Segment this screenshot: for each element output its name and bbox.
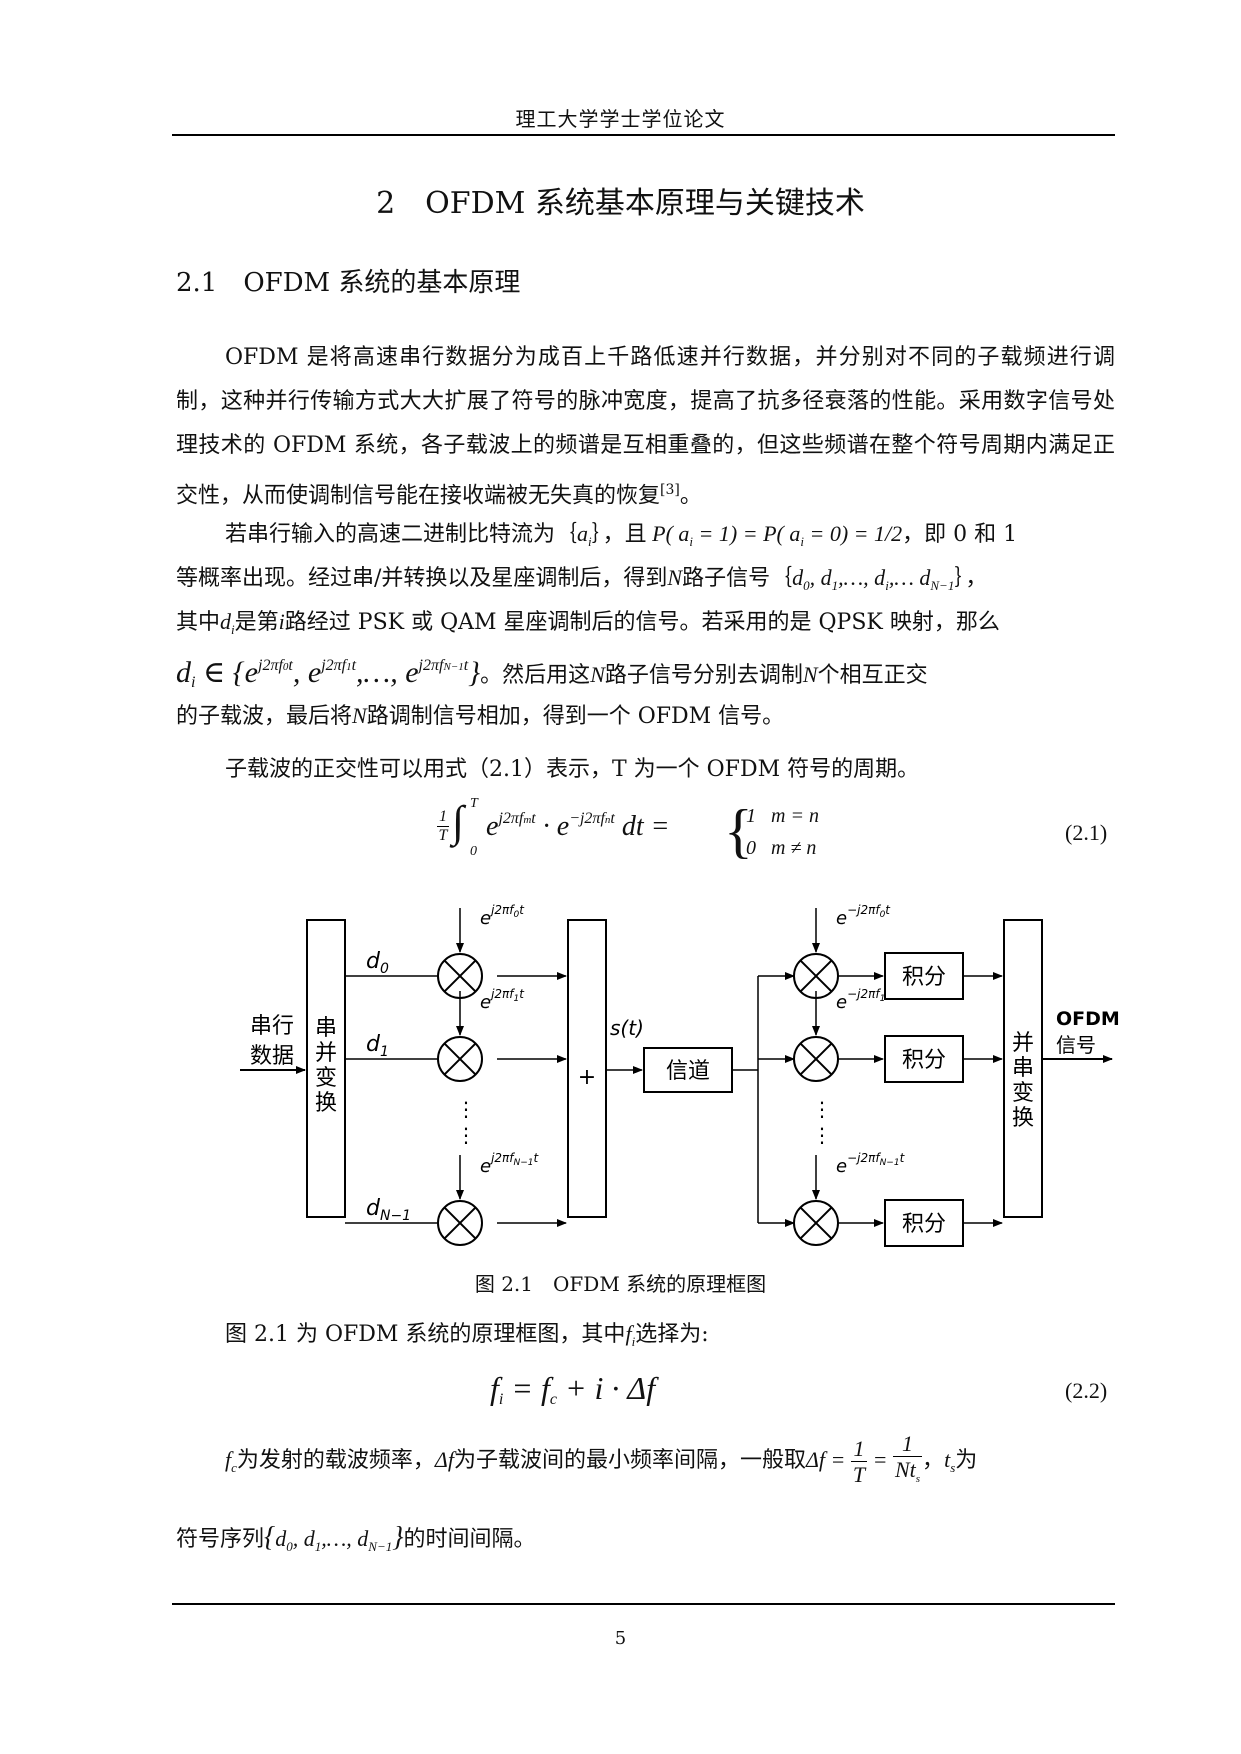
serial-parallel-block xyxy=(306,919,346,1218)
footer-rule xyxy=(172,1603,1115,1605)
paragraph-6: 符号序列{d0, d1,…, dN−1}的时间间隔。 xyxy=(176,1516,1115,1560)
sp-char-2: 并 xyxy=(315,1041,337,1066)
p5-b: 为子载波间的最小频率间隔，一般取 xyxy=(453,1448,806,1473)
carrier-label-n: ej2πfN−1t xyxy=(480,1151,540,1177)
ellipsis-right-2: ⋮ xyxy=(812,1123,832,1147)
chapter-title: 2 OFDM 系统基本原理与关键技术 xyxy=(376,186,865,221)
running-header: 理工大学学士学位论文 xyxy=(515,107,726,131)
carrier-label-1: ej2πf1t xyxy=(480,987,525,1013)
p2-line5-a: 的子载波，最后将 xyxy=(176,704,353,729)
p2-line2-a: 等概率出现。经过串/并转换以及星座调制后，得到 xyxy=(176,566,668,591)
p2-line1-a: 若串行输入的高速二进制比特流为｛ xyxy=(225,522,578,547)
p2-line4-b: 。然后用这 xyxy=(480,663,591,688)
math-N: N xyxy=(352,703,367,728)
label-d1: d1 xyxy=(366,1032,389,1060)
integrator-label-0: 积分 xyxy=(902,965,946,990)
equation-2-2: fi = fc + i · Δf xyxy=(490,1370,656,1408)
p2-line2-b: 路子信号｛ xyxy=(682,566,793,591)
paragraph-2: 若串行输入的高速二进制比特流为｛ai｝，且 P( ai = 1) = P( ai… xyxy=(176,512,1115,738)
math-di-set: di ∈ {ej2πf0t, ej2πf1t,…, ej2πfN−1t} xyxy=(176,656,481,691)
p6-b: 的时间间隔。 xyxy=(403,1527,536,1552)
paragraph-1-end: 。 xyxy=(679,483,702,509)
label-d0: d0 xyxy=(366,949,389,977)
rx-carrier-label-0: e−j2πf0t xyxy=(836,903,891,929)
ps-char-1: 并 xyxy=(1012,1031,1034,1056)
math-delta-f: Δf xyxy=(434,1447,454,1472)
figure-caption: 图 2.1 OFDM 系统的原理框图 xyxy=(474,1272,767,1296)
p4-b: 选择为: xyxy=(635,1322,709,1347)
p2-line5-b: 路调制信号相加，得到一个 OFDM 信号。 xyxy=(366,704,785,729)
p2-line3-a: 其中 xyxy=(176,610,221,635)
p4-a: 图 2.1 为 OFDM 系统的原理框图，其中 xyxy=(225,1322,626,1347)
math-ai: ai xyxy=(577,521,592,549)
math-N: N xyxy=(590,662,605,687)
section-title: 2.1 OFDM 系统的基本原理 xyxy=(176,268,521,298)
integrator-n xyxy=(884,1199,964,1247)
ellipsis-left-2: ⋮ xyxy=(456,1123,476,1147)
p5-c: ， xyxy=(922,1448,945,1473)
paragraph-4: 图 2.1 为 OFDM 系统的原理框图，其中fi选择为: xyxy=(176,1312,1115,1356)
math-probability: P( ai = 1) = P( ai = 0) = 1/2 xyxy=(646,521,903,549)
carrier-label-0: ej2πf0t xyxy=(480,903,525,929)
math-N: N xyxy=(802,662,818,687)
citation: [3] xyxy=(660,482,680,498)
math-di: di xyxy=(220,609,235,637)
output-label-1: OFDM xyxy=(1056,1008,1120,1030)
channel-label: 信道 xyxy=(666,1059,710,1084)
p2-line4-c: 路子信号分别去调制 xyxy=(604,663,803,688)
sp-char-4: 换 xyxy=(315,1091,337,1116)
math-fc: fc xyxy=(225,1447,237,1475)
signal-s-t: s(t) xyxy=(610,1016,644,1040)
adder-block xyxy=(567,919,607,1218)
p5-a: 为发射的载波频率， xyxy=(236,1448,435,1473)
math-fi: fi xyxy=(625,1321,636,1349)
ps-char-2: 串 xyxy=(1012,1056,1034,1081)
output-label-2: 信号 xyxy=(1056,1033,1096,1057)
p2-line2-c: ｝， xyxy=(954,566,988,591)
rx-carrier-label-n: e−j2πfN−1t xyxy=(836,1151,906,1177)
channel-block xyxy=(643,1047,733,1093)
p2-line3-c: 路经过 PSK 或 QAM 星座调制后的信号。若采用的是 QPSK 映射，那么 xyxy=(284,610,1000,635)
ps-char-4: 换 xyxy=(1012,1106,1034,1131)
input-label-1: 串行 xyxy=(250,1014,294,1039)
p2-line1-b: ｝，且 xyxy=(591,522,647,547)
math-symbol-sequence: {d0, d1,…, dN−1} xyxy=(264,1522,404,1554)
paragraph-3: 子载波的正交性可以用式（2.1）表示，T 为一个 OFDM 符号的周期。 xyxy=(176,748,1115,792)
paragraph-1-text: OFDM 是将高速串行数据分为成百上千路低速并行数据，并分别对不同的子载频进行调… xyxy=(176,345,1115,509)
ellipsis-left: ⋮ xyxy=(456,1097,476,1121)
ellipsis-right: ⋮ xyxy=(812,1097,832,1121)
equation-2-2-number: (2.2) xyxy=(1065,1378,1108,1403)
input-label-2: 数据 xyxy=(250,1044,294,1069)
parallel-serial-block xyxy=(1003,919,1043,1218)
p2-line4-d: 个相互正交 xyxy=(817,663,928,688)
adder-plus: + xyxy=(578,1065,596,1090)
math-N: N xyxy=(667,565,683,590)
integrator-label-n: 积分 xyxy=(902,1212,946,1237)
page-number: 5 xyxy=(614,1628,627,1649)
sp-char-3: 变 xyxy=(315,1066,337,1091)
ofdm-block-diagram: 串行 数据 串 并 变 换 d0 d1 dN−1 ⋮ ⋮ ej2πf0t ej2… xyxy=(240,903,1120,1247)
sp-char-1: 串 xyxy=(315,1016,337,1041)
p2-line3-b: 是第 xyxy=(234,610,279,635)
integrator-label-1: 积分 xyxy=(902,1048,946,1073)
math-ts: ts xyxy=(944,1447,956,1475)
p6-a: 符号序列 xyxy=(176,1527,265,1552)
p2-line1-c: ，即 0 和 1 xyxy=(902,522,1018,547)
math-i: i xyxy=(278,609,285,634)
ps-char-3: 变 xyxy=(1012,1081,1034,1106)
paragraph-3-text: 子载波的正交性可以用式（2.1）表示，T 为一个 OFDM 符号的周期。 xyxy=(225,757,920,782)
p5-d: 为 xyxy=(955,1448,978,1473)
equation-2-1-number: (2.1) xyxy=(1065,820,1108,845)
integrator-1 xyxy=(884,1035,964,1083)
label-dN-1: dN−1 xyxy=(366,1196,411,1224)
paragraph-1: OFDM 是将高速串行数据分为成百上千路低速并行数据，并分别对不同的子载频进行调… xyxy=(176,336,1115,518)
math-d-sequence: d0, d1,…, di,… dN−1 xyxy=(792,565,955,593)
header-rule xyxy=(172,134,1115,136)
rx-carrier-label-1: e−j2πf1t xyxy=(836,987,891,1013)
